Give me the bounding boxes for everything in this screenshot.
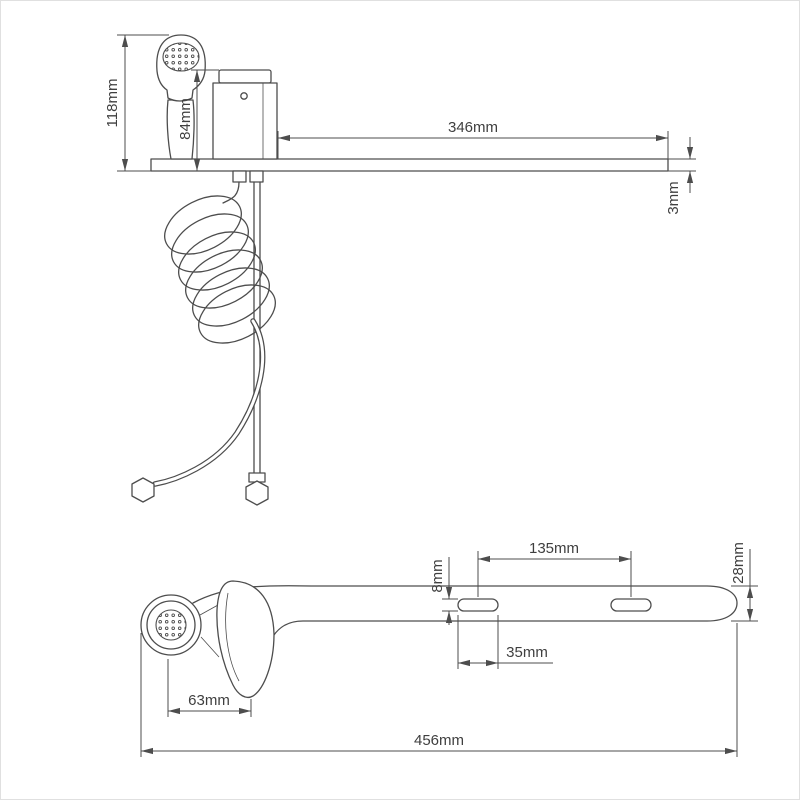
dim-arm-length-label: 346mm xyxy=(448,119,498,136)
valve-cap xyxy=(218,69,272,84)
lever-handle-top xyxy=(216,580,275,699)
dim-slot-width: 8mm xyxy=(429,557,458,625)
sprayer-nozzle-face xyxy=(162,42,200,72)
dim-head-width: 63mm xyxy=(167,659,252,717)
dim-valve-height: 84mm xyxy=(177,69,219,171)
hose-tail xyxy=(152,318,266,487)
dim-sprayer-height-label: 118mm xyxy=(104,79,121,128)
dim-sprayer-height: 118mm xyxy=(104,34,169,172)
dim-overall-length-label: 456mm xyxy=(414,732,464,749)
mounting-bar-top xyxy=(192,585,738,639)
dim-head-width-label: 63mm xyxy=(188,692,230,709)
side-view: 118mm 84mm 346mm 3mm xyxy=(104,34,696,506)
dim-slot-length: 35mm xyxy=(457,615,553,669)
dim-plate-thickness-label: 3mm xyxy=(665,181,682,214)
hex-nut-right xyxy=(245,480,269,506)
slot-right xyxy=(610,598,652,612)
dim-slot-length-label: 35mm xyxy=(506,644,548,661)
dim-bar-width-label: 28mm xyxy=(730,542,747,584)
head-lever-link-bottom xyxy=(200,636,220,658)
sprayer-handle xyxy=(166,99,195,160)
coiled-hose xyxy=(164,181,276,344)
dim-bar-width: 28mm xyxy=(730,542,758,622)
dim-slot-width-label: 8mm xyxy=(429,559,446,592)
slot-left xyxy=(457,598,499,612)
dim-plate-thickness: 3mm xyxy=(665,137,696,215)
dim-overall-length: 456mm xyxy=(140,623,738,757)
lever-handle-detail xyxy=(225,592,240,682)
dim-slot-spacing-label: 135mm xyxy=(529,540,579,557)
valve-body xyxy=(212,82,278,160)
head-lever-link-top xyxy=(199,604,219,616)
hose-fitting-right xyxy=(249,170,264,183)
sprayer-head-top xyxy=(140,594,202,656)
valve-button xyxy=(240,92,248,100)
mounting-plate xyxy=(150,158,669,172)
dim-slot-spacing: 135mm xyxy=(477,540,632,597)
hose-fitting-left xyxy=(232,170,247,183)
dim-arm-length: 346mm xyxy=(277,119,669,159)
nozzle-face-top xyxy=(155,609,187,641)
plan-view: 135mm 8mm 28mm xyxy=(140,540,758,757)
hex-nut-left xyxy=(131,477,155,503)
dim-valve-height-label: 84mm xyxy=(177,98,194,140)
